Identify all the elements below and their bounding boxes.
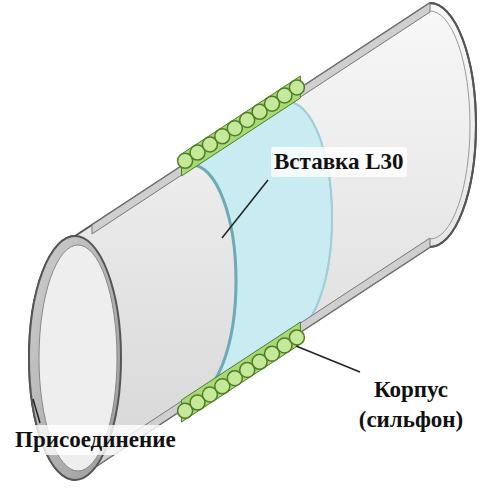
pipe-wall-cut <box>299 3 430 98</box>
leader-line <box>33 180 360 423</box>
part-label: Вставка L30 <box>271 147 407 177</box>
leader-line <box>33 399 40 423</box>
leader-line <box>296 346 360 372</box>
leader-line <box>222 180 268 238</box>
bellows-body <box>182 322 301 422</box>
bellows-body <box>182 76 301 422</box>
pipe-wall-cut <box>92 166 182 234</box>
pipe-end-right <box>430 3 476 247</box>
bellows-coil <box>289 330 304 345</box>
part-label: Корпус (сильфон) <box>333 375 489 435</box>
pipe-wall-cut <box>299 238 430 333</box>
pipe-end-right <box>430 3 476 247</box>
bellows-coil <box>178 80 305 418</box>
insert-band <box>288 102 332 334</box>
bellows-coil <box>289 80 304 95</box>
pipe-end-right <box>430 11 470 239</box>
part-label: Присоединение <box>12 425 179 455</box>
insert-band <box>192 165 236 397</box>
